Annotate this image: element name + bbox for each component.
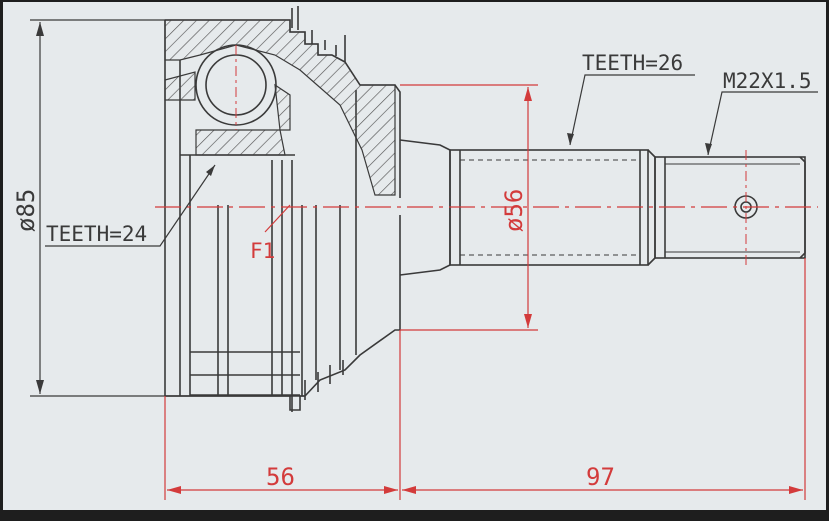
leader-lines bbox=[45, 74, 818, 247]
drawing-background bbox=[3, 2, 826, 510]
dimension-lines bbox=[30, 19, 806, 500]
inner-teeth-label: TEETH=24 bbox=[46, 222, 147, 246]
fit-marker-label: F1 bbox=[250, 239, 275, 263]
outer-diameter-label: ø85 bbox=[12, 189, 40, 232]
right-length-label: 97 bbox=[586, 463, 615, 491]
bell-housing bbox=[164, 6, 401, 412]
shaft-diameter-label: ø56 bbox=[500, 189, 528, 232]
outer-teeth-label: TEETH=26 bbox=[582, 51, 683, 75]
thread-label: M22X1.5 bbox=[723, 69, 812, 93]
left-length-label: 56 bbox=[266, 463, 295, 491]
hatched-sections bbox=[164, 19, 396, 196]
